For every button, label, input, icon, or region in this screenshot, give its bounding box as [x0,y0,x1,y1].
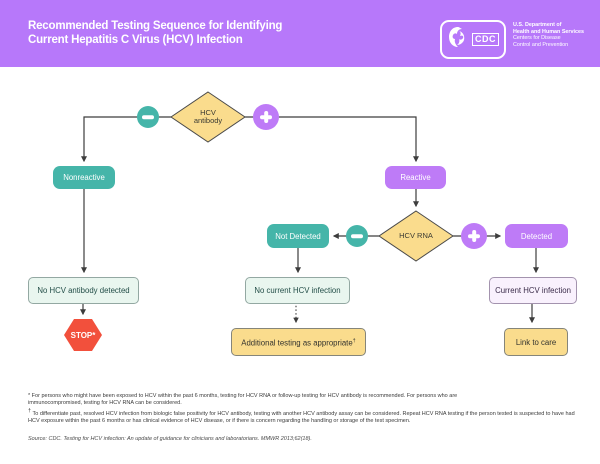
node-detected: Detected [505,224,568,248]
minus-icon [346,225,368,247]
minus-icon [137,106,159,128]
node-hcv-rna: HCV RNA [399,230,433,240]
node-link-to-care: Link to care [504,328,568,356]
node-additional-testing: Additional testing as appropriate† [231,328,366,356]
plus-icon [253,104,279,130]
footnote-2-symbol: † [28,408,32,414]
node-nonreactive: Nonreactive [53,166,115,189]
cdc-logo-box: CDC [440,20,506,59]
header-banner: Recommended Testing Sequence for Identif… [0,0,600,67]
node-hcv-antibody: HCV antibody [193,107,223,125]
agency-line-2: Health and Human Services [513,28,585,35]
page-title-line-2: Current Hepatitis C Virus (HCV) Infectio… [28,33,243,46]
source-citation: Source: CDC. Testing for HCV infection: … [28,436,312,442]
node-current-hcv-infection: Current HCV infection [489,277,577,304]
plus-icon [461,223,487,249]
cdc-hhs-logo: CDC U.S. Department of Health and Human … [440,20,584,59]
agency-line-1: U.S. Department of [513,22,562,28]
node-stop: STOP* [70,330,96,340]
hcv-antibody-diamond [170,91,246,143]
node-not-detected: Not Detected [267,224,329,248]
hhs-eagle-icon [447,25,469,54]
page-title: Recommended Testing Sequence for Identif… [28,20,282,47]
agency-line-3: Centers for Disease [513,35,561,42]
flowchart-canvas: HCV antibody HCV RNA Nonreactive Reactiv… [0,67,600,385]
connector-lines [64,91,539,351]
cdc-acronym: CDC [472,33,499,46]
stop-hexagon [64,319,102,351]
node-reactive: Reactive [385,166,446,189]
agency-line-4: Control and Prevention [513,41,569,48]
node-no-current-hcv-infection: No current HCV infection [245,277,350,304]
footnote-2: † To differentiate past, resolved HCV in… [28,408,580,425]
node-no-hcv-antibody-detected: No HCV antibody detected [28,277,139,304]
footnote-1: * For persons who might have been expose… [28,393,458,406]
page-title-line-1: Recommended Testing Sequence for Identif… [28,20,283,32]
hcv-rna-diamond [378,210,454,262]
agency-text: U.S. Department of Health and Human Serv… [513,20,584,48]
footnote-2-text: To differentiate past, resolved HCV infe… [28,410,575,424]
